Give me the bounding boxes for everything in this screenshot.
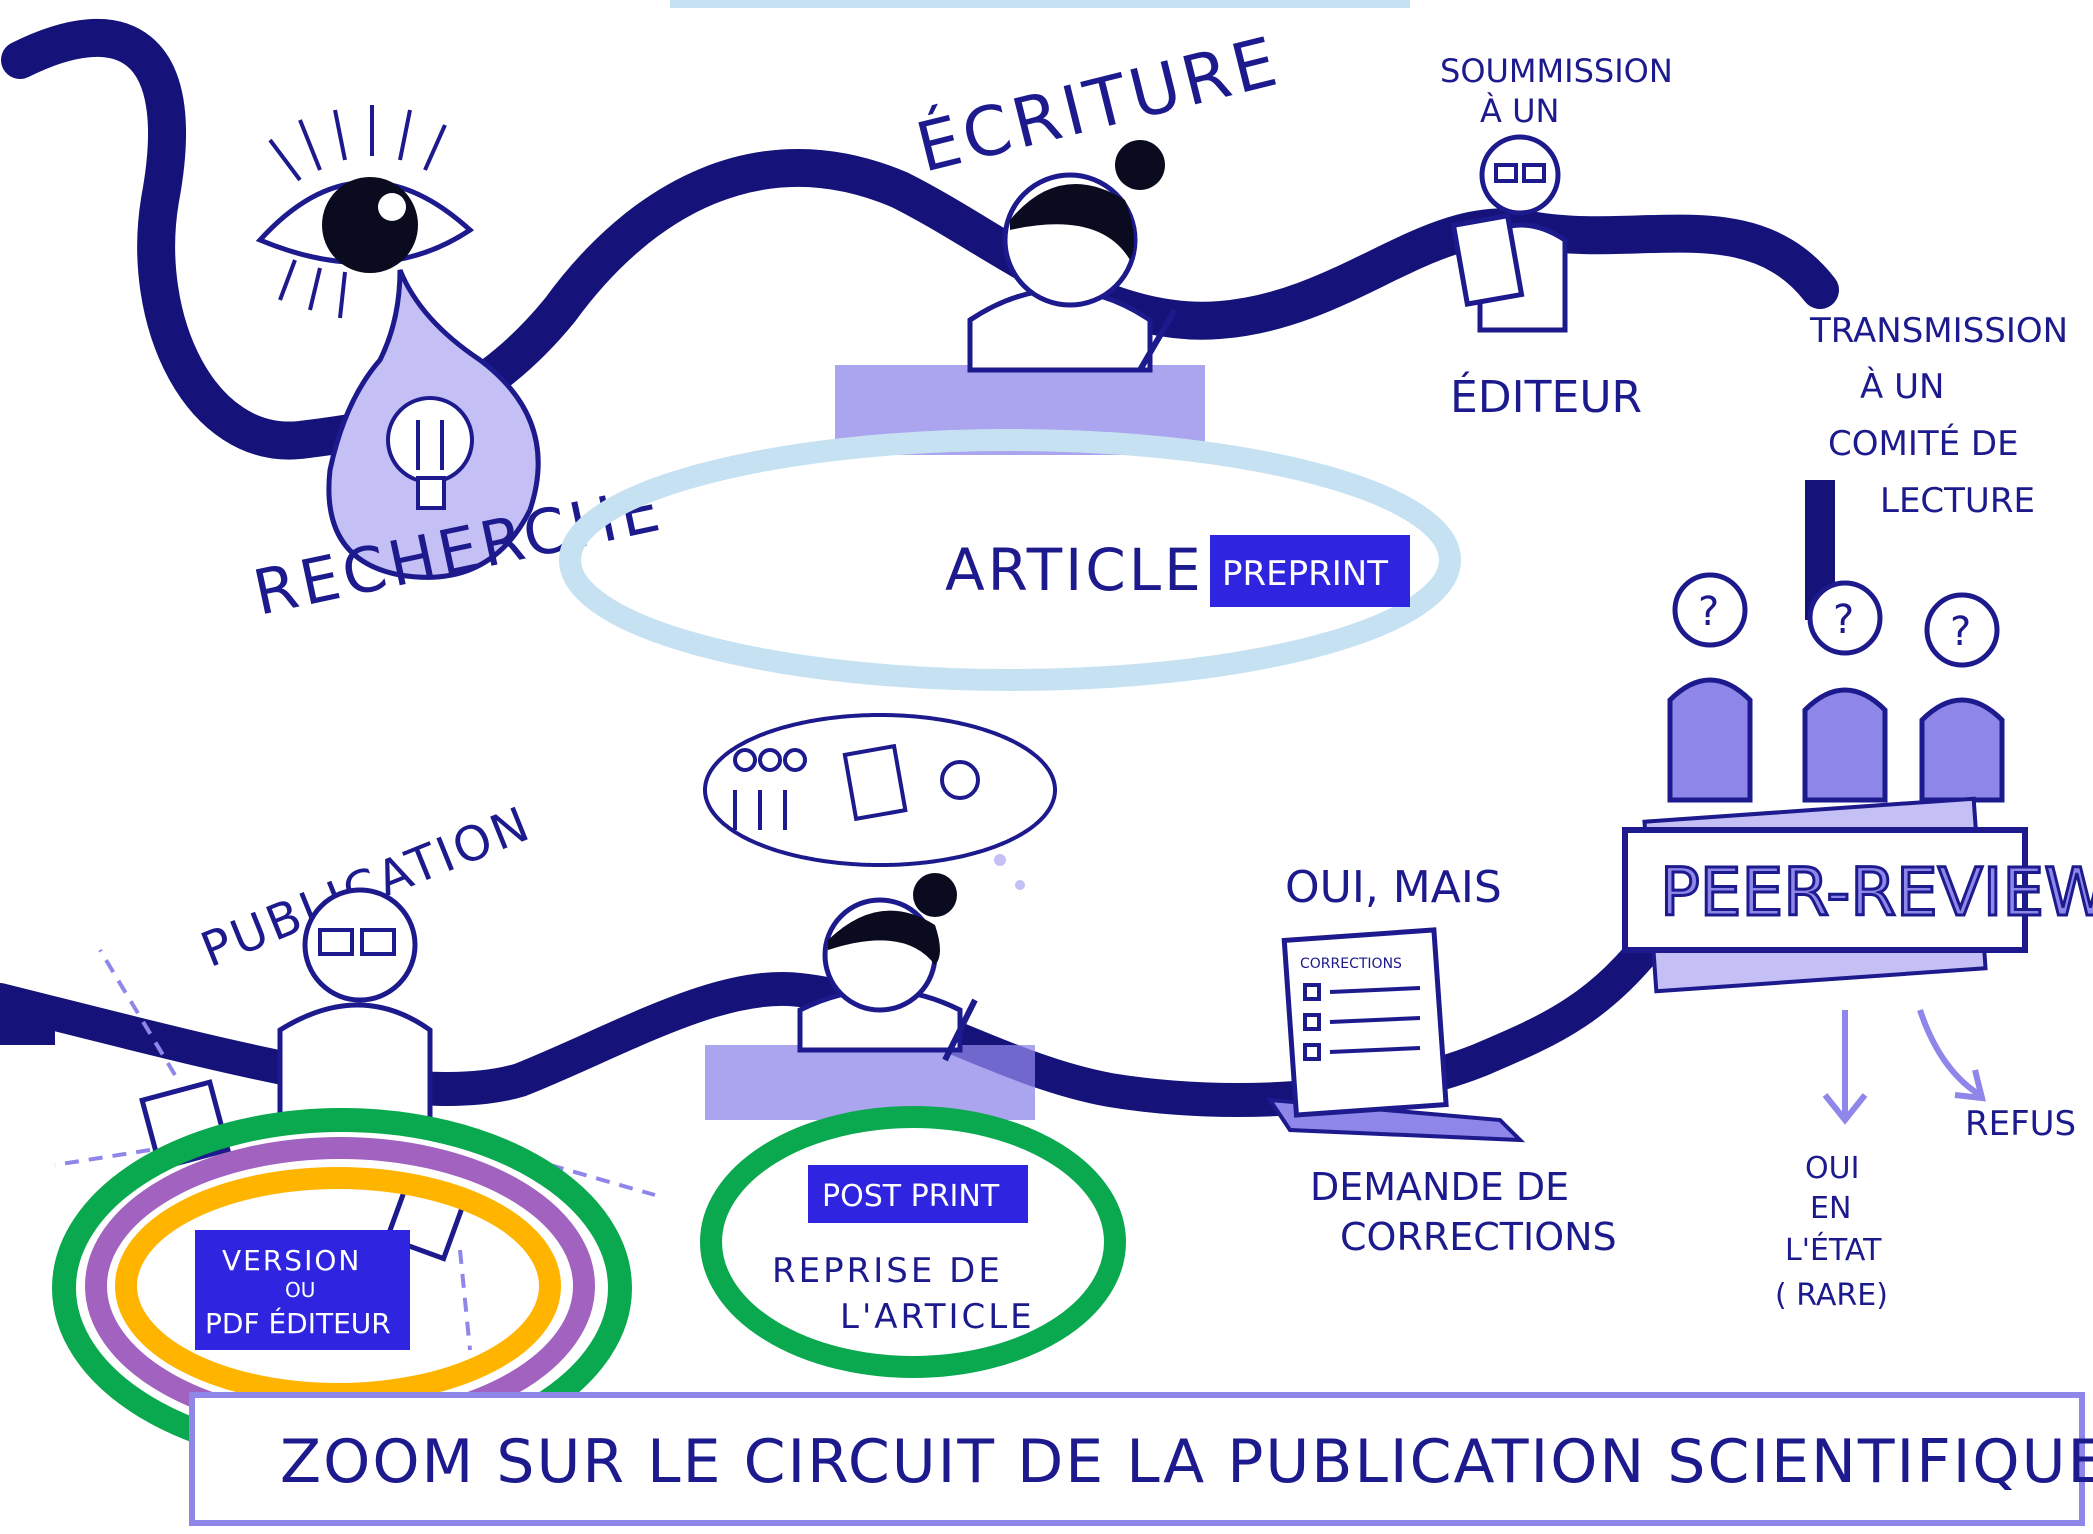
label-corrections-tag: CORRECTIONS (1300, 956, 1402, 972)
top-highlight-remnant (670, 0, 1410, 8)
label-editeur: ÉDITEUR (1450, 370, 1642, 423)
label-reprise-1: REPRISE DE (772, 1251, 1003, 1291)
highlight-postprint-ellipse (700, 1106, 1126, 1378)
label-transmission-1: TRANSMISSION (1809, 311, 2068, 351)
road-left-end (0, 1005, 55, 1045)
highlight-preprint-ellipse (559, 429, 1461, 691)
label-post-print: POST PRINT (822, 1179, 1000, 1214)
label-demande-1: DEMANDE DE (1310, 1165, 1569, 1209)
label-article: ARTICLE (945, 536, 1204, 604)
label-oui-3: L'ÉTAT (1785, 1232, 1882, 1268)
reviewer-icon: ? ? ? (1667, 572, 2005, 803)
arrow-icon (1822, 1009, 1986, 1125)
svg-text:?: ? (1698, 589, 1719, 635)
label-soumission-2: À UN (1480, 92, 1559, 130)
label-transmission-4: LECTURE (1880, 481, 2035, 521)
dashed-arrows (54, 948, 656, 1351)
editor-icon (1450, 134, 1568, 333)
footer-title: ZOOM SUR LE CIRCUIT DE LA PUBLICATION SC… (280, 1427, 2093, 1497)
researcher-rewriting-icon (705, 873, 1035, 1120)
label-transmission-3: COMITÉ DE (1828, 423, 2019, 464)
label-oui-4: ( RARE) (1775, 1278, 1888, 1313)
label-preprint: PREPRINT (1222, 554, 1388, 594)
peer-review-frame (1622, 827, 2028, 953)
label-transmission-2: À UN (1860, 366, 1944, 407)
label-oui-mais: OUI, MAIS (1285, 862, 1502, 913)
label-peer-review: PEER-REVIEW (1660, 854, 2093, 931)
version-tag (195, 1230, 410, 1350)
postprint-tag (808, 1165, 1028, 1223)
svg-text:?: ? (1833, 597, 1854, 643)
label-version-2: OU (285, 1278, 315, 1302)
document-icon: CORRECTIONS (1266, 927, 1526, 1143)
label-refus: REFUS (1965, 1104, 2076, 1144)
label-version-3: PDF ÉDITEUR (205, 1306, 391, 1340)
svg-text:?: ? (1950, 609, 1971, 655)
label-reprise-2: L'ARTICLE (840, 1297, 1035, 1337)
label-oui-2: EN (1810, 1191, 1851, 1226)
lightbulb-icon (326, 269, 541, 580)
label-ecriture: ÉCRITURE (909, 21, 1289, 188)
eye-icon (255, 105, 475, 319)
label-version-1: VERSION (222, 1244, 361, 1277)
thought-bubble-icon (703, 713, 1057, 890)
label-demande-2: CORRECTIONS (1340, 1215, 1617, 1259)
preprint-tag (1210, 535, 1410, 607)
footer-banner (189, 1392, 2085, 1526)
label-oui-1: OUI (1805, 1151, 1859, 1186)
label-soumission-1: SOUMMISSION (1440, 52, 1673, 90)
